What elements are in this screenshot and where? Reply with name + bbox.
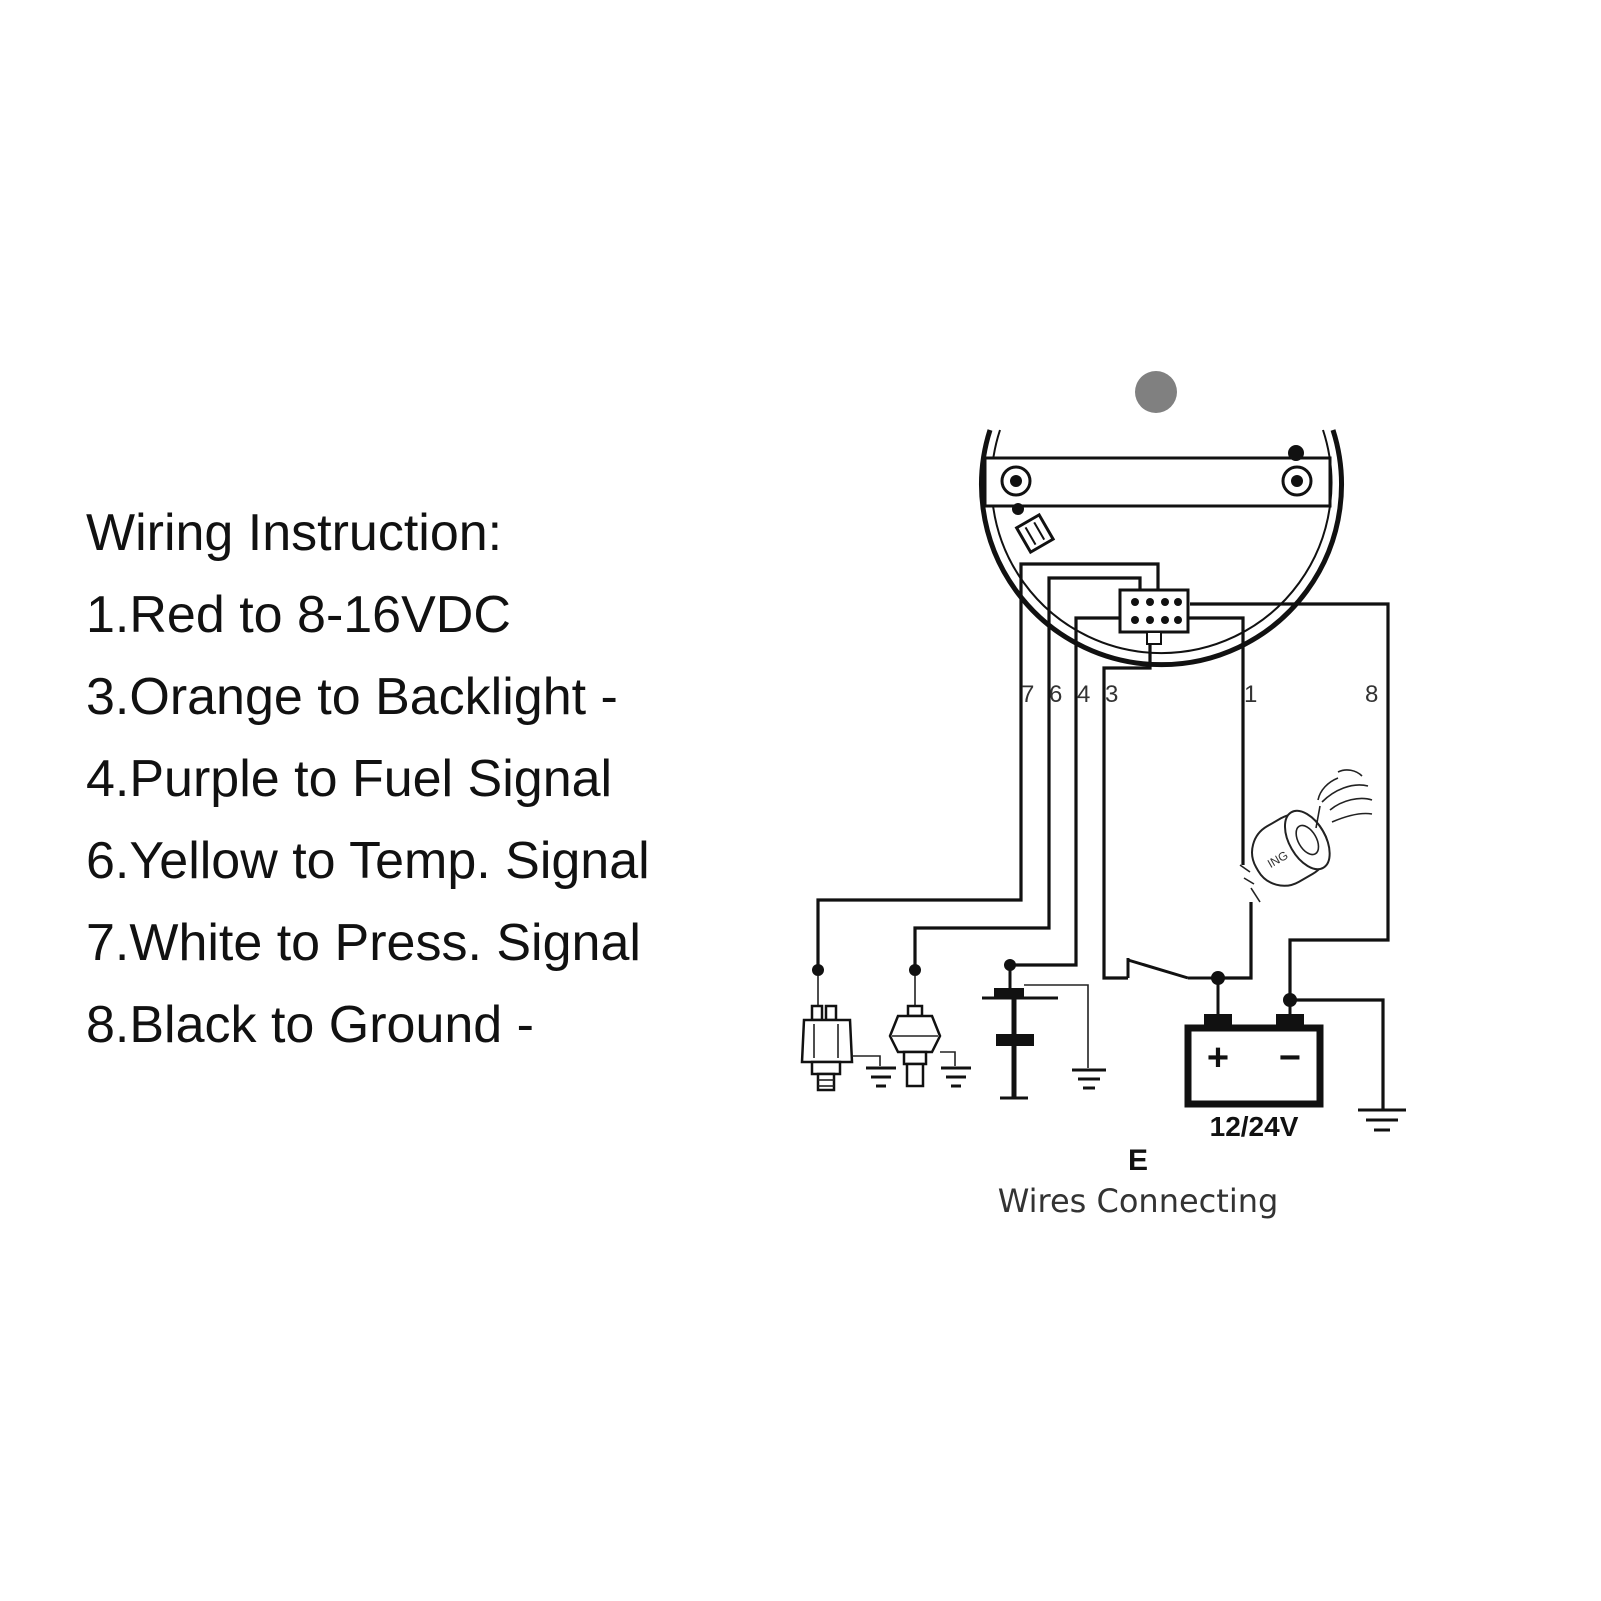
fuel-level-sender [982, 959, 1089, 1100]
ground-icon [1072, 1068, 1106, 1090]
battery-minus: − [1279, 1037, 1301, 1079]
temperature-sender [888, 964, 956, 1088]
instruction-item: 3.Orange to Backlight - [86, 668, 618, 726]
wire-label-8: 8 [1365, 681, 1378, 708]
diagram-caption: Wires Connecting [998, 1182, 1279, 1220]
instruction-item: 7.White to Press. Signal [86, 914, 641, 972]
pressure-sender [800, 964, 881, 1092]
harness-connector [1118, 588, 1190, 645]
ground-icon [866, 1066, 896, 1088]
battery-voltage: 12/24V [1210, 1111, 1299, 1142]
caption-letter: E [1128, 1144, 1148, 1177]
wire-label-7: 7 [1021, 681, 1034, 708]
instruction-item: 4.Purple to Fuel Signal [86, 750, 613, 808]
battery-plus: + [1207, 1037, 1229, 1079]
bulb-connector [1014, 512, 1056, 555]
instruction-item: 6.Yellow to Temp. Signal [86, 832, 650, 890]
wire-label-4: 4 [1077, 681, 1090, 708]
mounting-bracket [983, 445, 1332, 515]
instructions-title: Wiring Instruction: [86, 504, 503, 562]
ground-icon [941, 1066, 971, 1088]
wires [816, 562, 1390, 1000]
wire-label-3: 3 [1105, 681, 1118, 708]
key-hand-icon [1315, 769, 1373, 829]
instruction-item: 1.Red to 8-16VDC [86, 586, 511, 644]
instruction-item: 8.Black to Ground - [86, 996, 534, 1054]
ground-icon [1358, 1108, 1406, 1132]
wire-label-1: 1 [1244, 681, 1257, 708]
battery: + − 12/24V [1184, 971, 1385, 1142]
backlight-switch [1126, 958, 1218, 980]
ignition-switch: ING [1239, 809, 1331, 903]
gauge-body [979, 429, 1344, 668]
wire-label-6: 6 [1049, 681, 1062, 708]
wiring-instructions: Wiring Instruction: 1.Red to 8-16VDC 3.O… [86, 492, 650, 1066]
indicator-dot [1135, 371, 1177, 413]
